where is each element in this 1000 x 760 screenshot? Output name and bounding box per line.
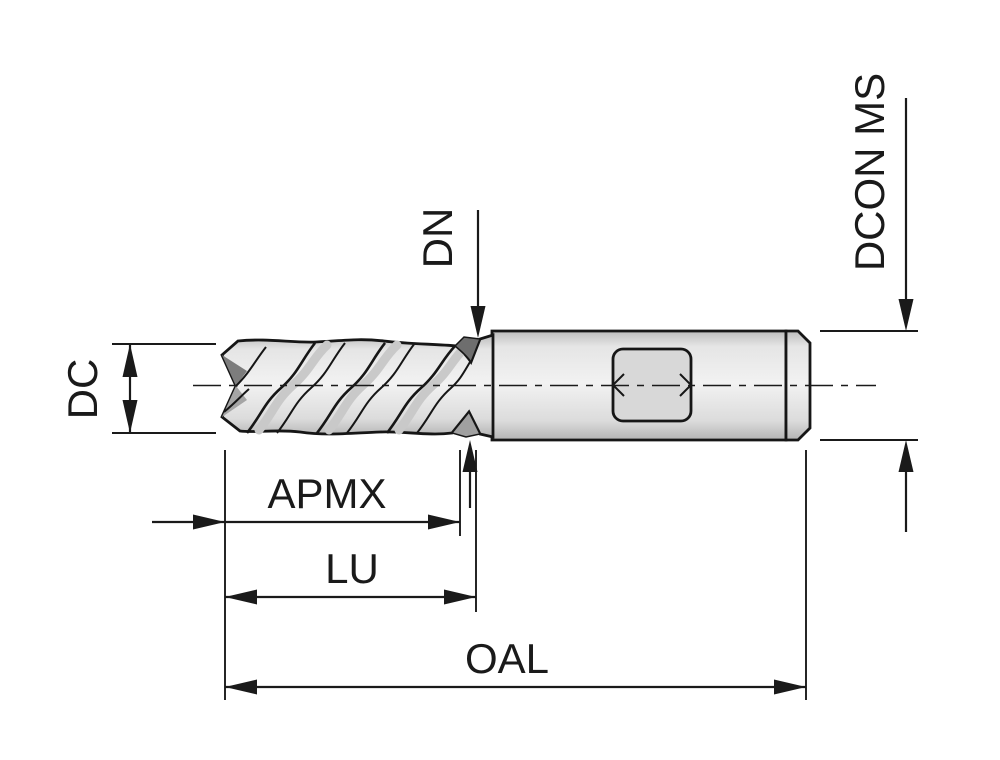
oal-arrow-right [774,679,806,695]
dn-arrow-up [462,440,478,472]
flute-helix-lines [245,342,471,434]
flute-runout-notch-top [453,336,482,364]
dc-arrow-up [122,344,138,377]
tip-facets [222,346,267,417]
flute-runout-notch-bottom [450,410,482,438]
dimension-dn: DN [414,208,486,508]
dimension-oal: OAL [225,450,807,700]
label-lu: LU [325,545,379,592]
tip-gash-upper [222,355,247,386]
dcon-arrow-down [898,299,914,331]
shank-end-cap [784,329,812,442]
dimension-apmx: APMX [152,450,461,700]
dimension-dc: DC [59,343,216,434]
label-apmx: APMX [267,470,386,517]
lu-arrow-right [444,589,476,605]
label-dc: DC [59,359,106,420]
dn-arrow-down [470,306,486,338]
apmx-arrow-left [193,514,225,530]
oal-arrow-left [225,679,257,695]
dimension-dcon-ms: DCON MS [820,73,918,532]
dc-arrow-down [122,400,138,433]
lu-arrow-left [225,589,257,605]
label-oal: OAL [465,635,549,682]
label-dcon-ms: DCON MS [846,73,893,271]
dcon-arrow-up [898,440,914,472]
label-dn: DN [414,208,461,269]
apmx-arrow-right [428,514,460,530]
dimension-lu: LU [225,450,477,612]
